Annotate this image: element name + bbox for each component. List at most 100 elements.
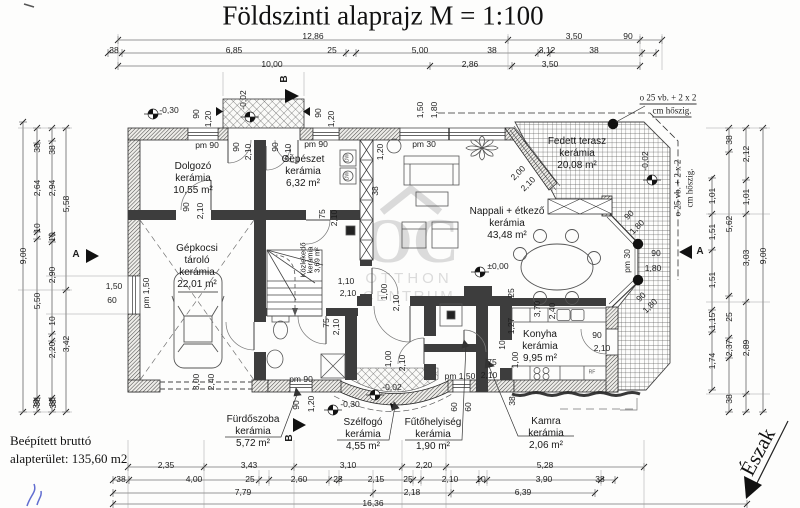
room-terasz: 20,08 m² (557, 160, 597, 171)
opening-dim: 2,10 (390, 294, 401, 312)
dim-bottom: 2,20 (415, 459, 433, 470)
opening-dim: 2,10 (242, 143, 253, 161)
room-nappali: 43,48 m² (487, 230, 527, 241)
dim-right: 25 (723, 312, 734, 322)
level-mark: -0,02 (237, 90, 248, 110)
dim-right: 1,01 (706, 187, 717, 205)
note-leader (615, 105, 646, 123)
opening-dim: 90 (312, 108, 323, 118)
room-konyha: Konyha (523, 329, 557, 340)
dim-top: 38 (109, 44, 119, 55)
dimension-lines (19, 36, 767, 508)
cell-wall (359, 139, 374, 261)
dim-left: 2,90 (46, 266, 57, 284)
scan-mark (23, 3, 35, 8)
opening-dim: 90 (190, 109, 201, 119)
dim-bottom: 16,36 (362, 497, 384, 508)
opening-dim: pm 90 (304, 138, 328, 149)
dim-bottom: 3,43 (240, 459, 258, 470)
opening-dim: 3,00 (190, 373, 201, 391)
room-dolgozo: Dolgozó (174, 161, 212, 172)
dim-left: 10 (46, 316, 57, 326)
sofa-set (386, 138, 460, 249)
dim-right: 1,51 (706, 271, 717, 289)
opening-dim: 25 (505, 288, 516, 298)
north-arrow (744, 420, 789, 499)
opening-dim: 1,10 (337, 275, 355, 286)
room-szelfogo: kerámia (345, 429, 381, 440)
dim-bottom: 4,00 (185, 473, 203, 484)
gross-area-note: Beépített bruttó alapterület: 135,60 m2 (10, 432, 127, 468)
dim-bottom: 25 (403, 473, 413, 484)
room-kamra: Kamra (531, 416, 561, 427)
opening-dim: 1,27 (505, 317, 516, 335)
dim-left: 5,58 (60, 195, 71, 213)
opening-dim: 1,80 (428, 101, 439, 119)
opening-dim: pm 1,50 (140, 277, 151, 309)
appliance-label: RF (588, 369, 596, 376)
opening-dim: 38 (506, 396, 517, 406)
dim-right: 1,74 (706, 352, 717, 370)
opening-dim: 75 (320, 318, 331, 328)
opening-dim: pm 90 (195, 139, 219, 150)
opening-dim: 90 (651, 247, 661, 258)
opening-dim: pm 90 (289, 373, 313, 384)
ground-line (511, 391, 641, 397)
level-symbols (144, 108, 661, 416)
level-mark: -0,30 (159, 104, 179, 115)
leader-lines (225, 339, 574, 441)
insulation-note: cm hőszig. (652, 105, 692, 118)
appliances (339, 149, 357, 236)
level-mark: -0,30 (340, 398, 360, 409)
dim-top: 10,00 (261, 58, 283, 69)
dim-top: 3,50 (565, 30, 583, 41)
gross-area-line2: alapterület: 135,60 m2 (10, 451, 128, 467)
opening-dim: 75 (487, 356, 497, 367)
section-letter: A (72, 249, 80, 260)
room-futohelyiseg: Fűtőhelyiség (404, 417, 462, 428)
dim-left: 10 (31, 223, 42, 233)
corner-bracket (620, 398, 638, 411)
dim-bottom: 25 (245, 473, 255, 484)
dim-top: 25 (327, 44, 337, 55)
section-letter: B (284, 434, 295, 442)
opening-dim: 3,70 (531, 300, 542, 318)
opening-dim: 1,00 (382, 350, 393, 368)
dim-left: 2,94 (46, 179, 57, 197)
room-furdoszoba: 5,72 m² (236, 438, 270, 449)
insulation-note: o 25 vb. + 2 x 2 (672, 159, 683, 217)
dim-left: 5,50 (31, 292, 42, 310)
dim-left: 38 (31, 143, 42, 153)
appliance-label: DW (344, 153, 351, 163)
opening-dim: 90 (290, 400, 301, 410)
room-gepeszet: kerámia (285, 166, 321, 177)
opening-dim: pm 30 (412, 138, 436, 149)
opening-dim: 10 (496, 340, 507, 350)
dim-left: 3,42 (60, 335, 71, 353)
dim-right: 1,15 (706, 312, 717, 330)
room-gepeszet: Gépészet (281, 154, 325, 165)
extension-lines (18, 34, 770, 508)
opening-dim: 2,10 (480, 369, 498, 380)
terrace-columns (607, 118, 644, 286)
opening-dim: 2,40 (205, 373, 216, 391)
dim-right: 38 (723, 394, 734, 404)
dim-left: 9,00 (17, 247, 28, 265)
garage-diagonals (139, 219, 255, 381)
dim-right: 9,00 (757, 247, 768, 265)
dim-top: 12,86 (302, 30, 324, 41)
dim-right: 3,03 (740, 249, 751, 267)
dim-right: 2,37 (723, 339, 734, 357)
opening-dim: 1,20 (325, 110, 336, 128)
room-gepkocsi: 22,01 m² (177, 279, 217, 290)
room-furdoszoba: Fürdőszoba (226, 414, 280, 425)
level-mark: -0,02 (382, 381, 402, 392)
gross-area-line1: Beépített bruttó (10, 433, 92, 448)
plant (465, 135, 499, 161)
opening-dim: 38 (47, 399, 58, 409)
opening-dim: 38 (369, 186, 380, 196)
dim-right: 2,89 (740, 339, 751, 357)
room-szelfogo: Szélfogó (343, 417, 383, 428)
room-konyha: 9,95 m² (523, 353, 557, 364)
room-konyha: kerámia (522, 341, 558, 352)
